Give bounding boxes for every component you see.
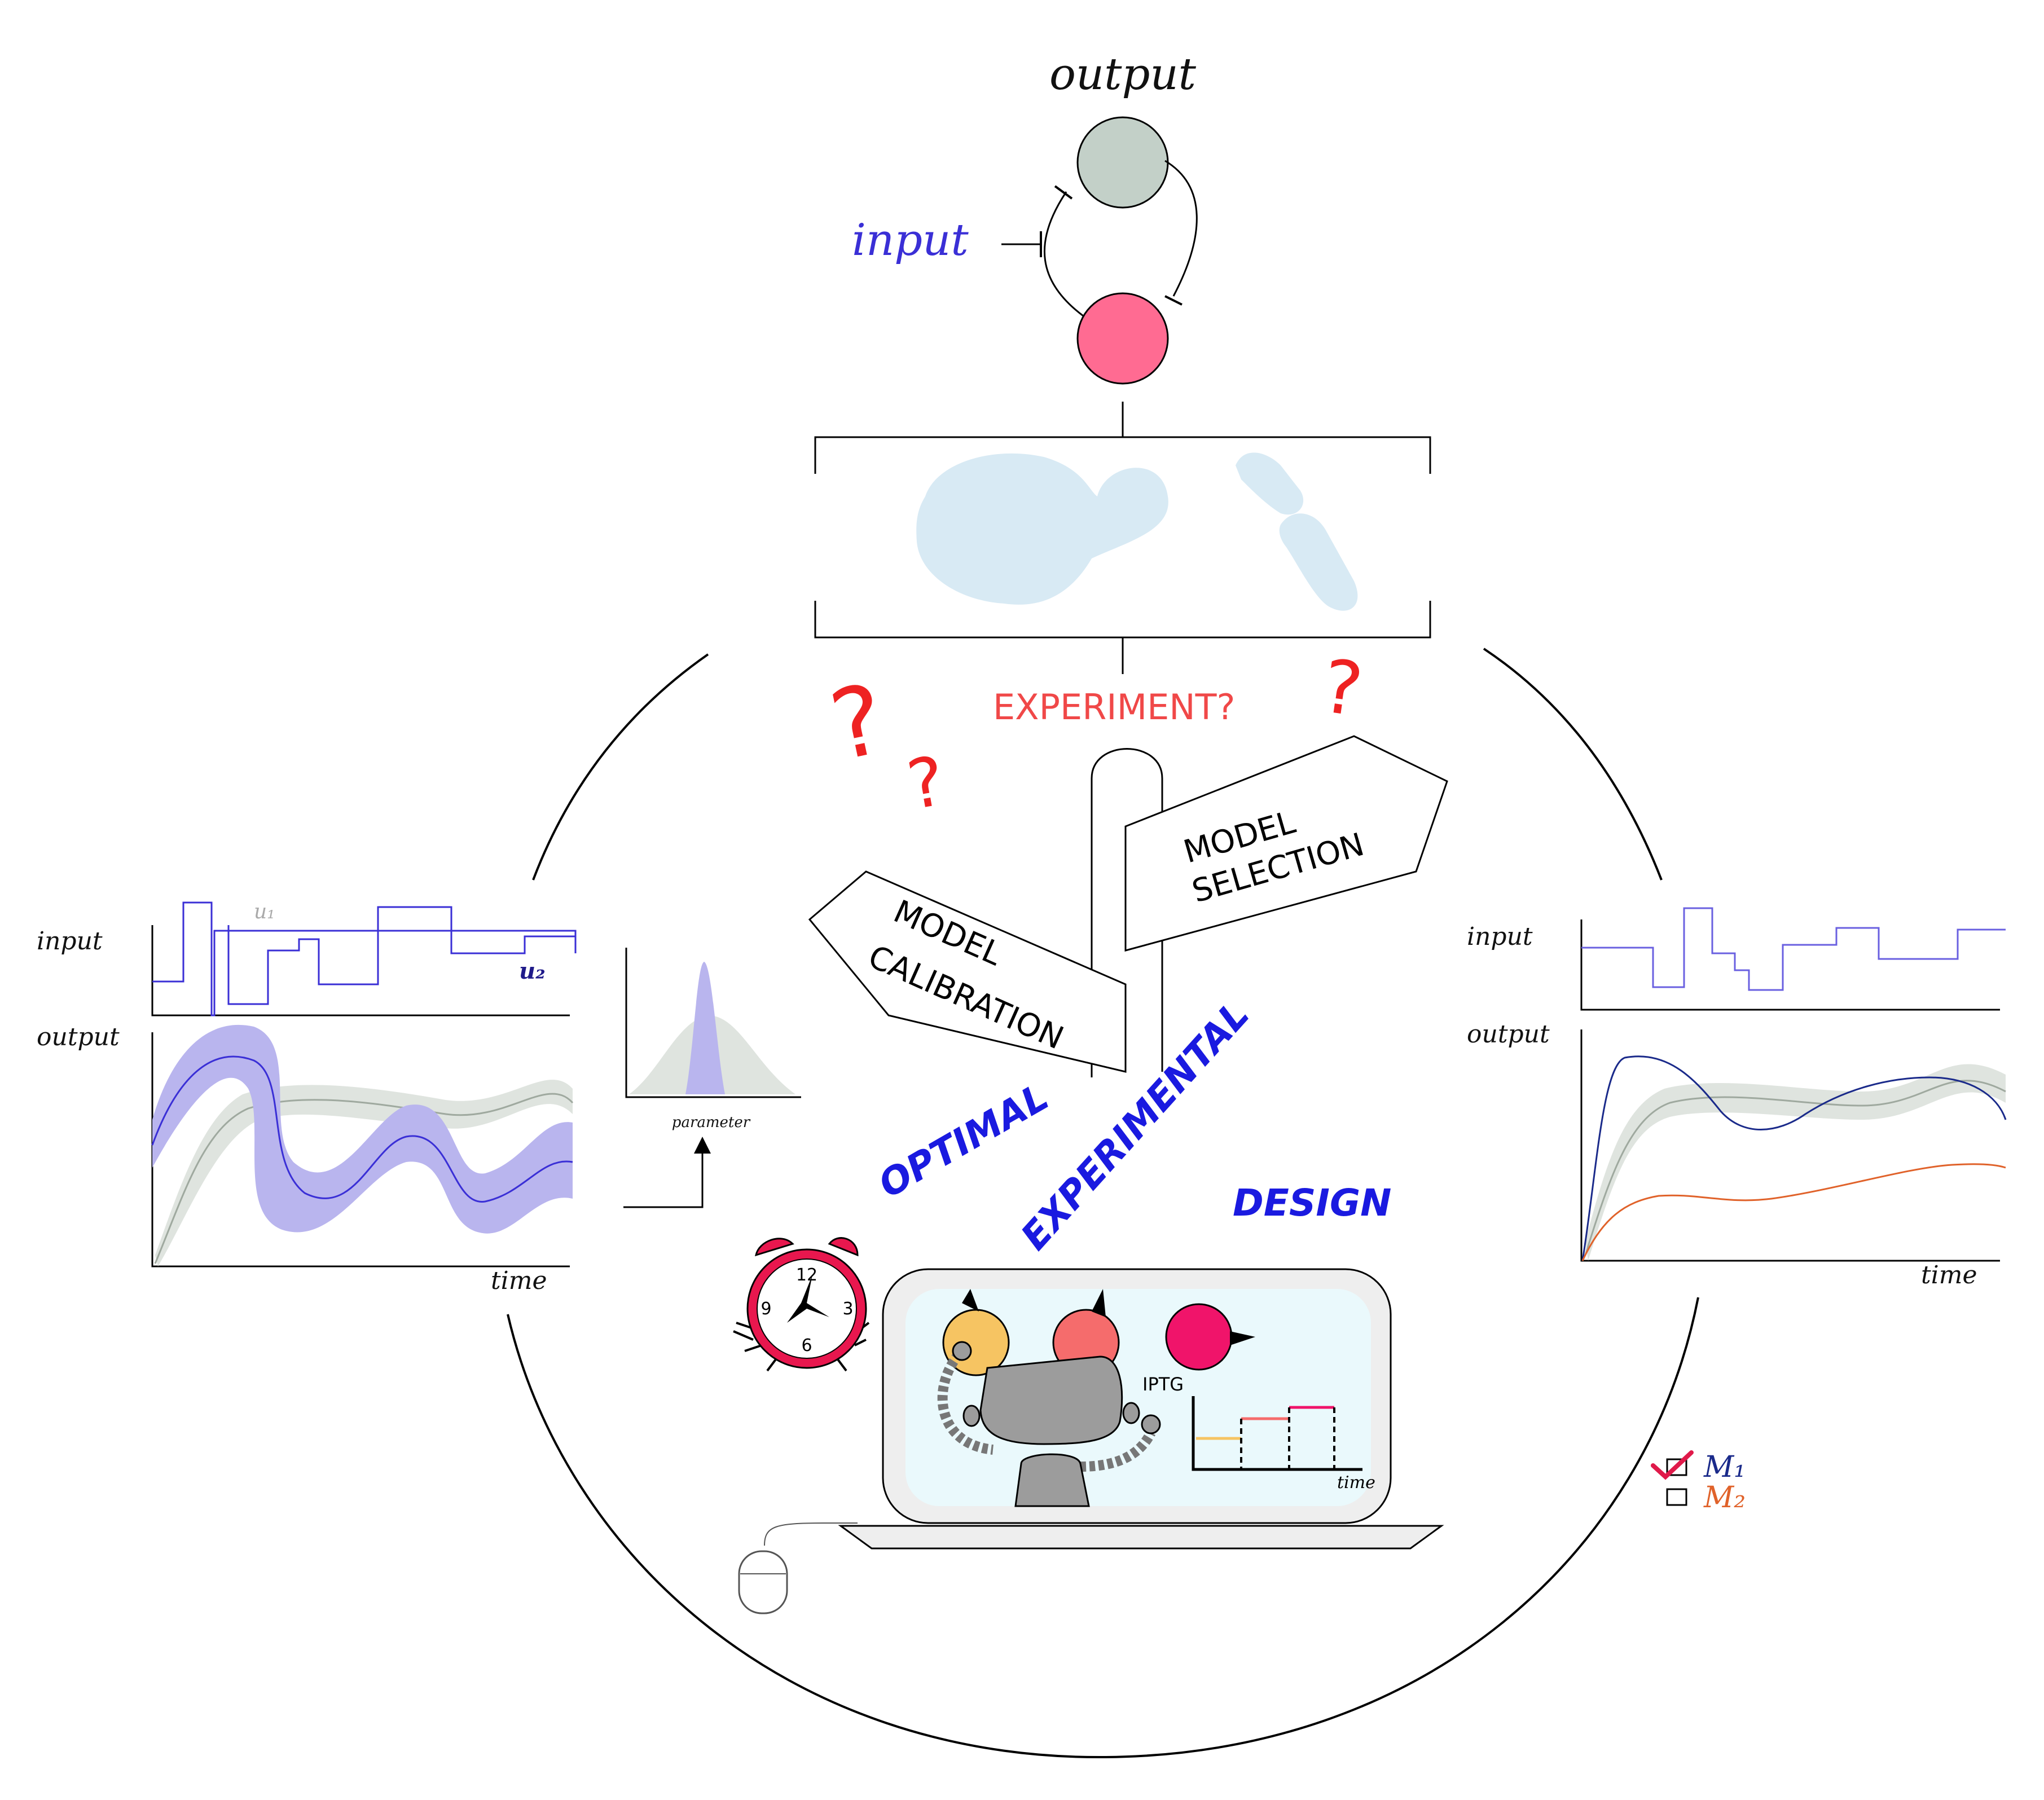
clock-6: 6 [801,1336,812,1355]
robot-left-arm [937,1350,994,1455]
yeast-cell [916,453,1168,605]
dial-magenta[interactable] [1165,1303,1255,1371]
clock-3: 3 [842,1299,853,1319]
left-purple-mean [151,1055,573,1203]
left-output-label: output [37,1023,120,1051]
input-node [1076,292,1169,385]
cell-box-top-bracket [814,436,1431,474]
robot-head [979,1355,1123,1445]
clock-bell-left [755,1238,794,1257]
clock-bell-right [828,1237,859,1257]
right-input-signal [1581,907,2006,991]
sign-model-calibration [808,870,1127,1073]
robot-ear-right [1122,1402,1140,1424]
question-mark-2: ? [902,742,951,825]
right-gray-mean [1584,1080,2006,1256]
repression-bar-left [1054,185,1073,200]
robot-right-arm [1080,1430,1156,1472]
left-gray-mean [154,1093,574,1264]
laptop-base [838,1525,1444,1550]
mouse-cable [764,1522,858,1546]
m1-trajectory [1581,1055,2007,1261]
question-mark-3: ? [1317,643,1368,733]
clock-12: 12 [796,1265,817,1285]
bacterium-cell-upper [1236,452,1304,515]
question-mark-1: ? [821,663,894,783]
output-node [1076,116,1169,209]
robot-hand-right [1141,1414,1161,1434]
right-time-label: time [1921,1261,1977,1290]
robot-hand-left [952,1341,972,1361]
posterior-axes [625,948,801,1098]
clock-leg-right [837,1358,847,1372]
posterior-density [685,962,725,1094]
input-title: input [852,215,969,266]
m1-label: M₁ [1703,1450,1746,1484]
bacterium-cell-lower [1279,513,1358,611]
clock-leg-left [766,1358,777,1372]
clock-9: 9 [761,1299,771,1319]
iptg-time-label: time [1337,1473,1375,1493]
signpost: MODEL SELECTION MODEL CALIBRATION [808,735,1448,1077]
right-output-axes [1580,1029,2000,1262]
calibration-arrow [623,1151,704,1208]
u1-signal [152,901,577,1016]
cycle-arcs [507,648,1699,1759]
cycle-arc-top-left [532,653,709,881]
cycle-arc-bottom [507,1297,1699,1759]
experiment-question-text: EXPERIMENT? [993,686,1235,728]
right-output-label: output [1467,1020,1550,1049]
m1-checkmark [1651,1450,1694,1480]
cell-box [814,402,1431,674]
m2-label: M₂ [1703,1481,1746,1515]
left-panel: input output time u₁ u₂ [37,900,711,1295]
signpost-pole [1091,748,1163,1077]
u1-label: u₁ [254,900,275,923]
word-design: DESIGN [1233,1181,1391,1225]
computer-mouse[interactable] [738,1550,788,1614]
left-time-label: time [491,1266,547,1295]
sign-model-selection [1124,735,1448,952]
m2-checkbox[interactable] [1666,1488,1687,1506]
robot-ear-left [962,1405,981,1427]
u2-signal [227,906,575,1005]
iptg-label: IPTG [1142,1374,1184,1395]
m2-trajectory [1581,1163,2006,1261]
output-title: output [1049,49,1197,100]
oed-title: OPTIMAL EXPERIMENTAL DESIGN [872,993,1392,1258]
parameter-label: parameter [672,1114,751,1131]
robot [937,1341,1161,1507]
right-panel: input output time M₁ M₂ [1467,907,2007,1515]
right-gray-ribbon [1585,1064,2006,1261]
gene-network: output input [852,49,1198,385]
right-input-label: input [1467,922,1533,951]
clock-hands [787,1275,829,1323]
calibration-arrow-head [694,1137,711,1154]
repression-edge-right [1164,160,1198,297]
iptg-chart: IPTG time [1142,1374,1375,1493]
left-input-axes [151,925,570,1016]
laptop: IPTG time [738,1268,1444,1614]
right-input-axes [1580,919,2000,1011]
robot-body [1014,1453,1090,1507]
laptop-screen [905,1289,1371,1506]
u2-label: u₂ [519,958,546,984]
iptg-axes [1192,1396,1362,1471]
repression-edge-left [1043,191,1084,317]
left-purple-ribbon [152,1024,573,1234]
left-output-axes [151,1032,570,1268]
left-input-label: input [37,927,103,956]
posterior-panel: parameter [625,948,801,1131]
cycle-arc-top-right [1483,648,1663,881]
alarm-clock: 12 3 6 9 [733,1237,870,1372]
word-optimal: OPTIMAL [872,1075,1056,1207]
repression-bar-right [1164,295,1183,306]
left-gray-ribbon [155,1080,573,1266]
